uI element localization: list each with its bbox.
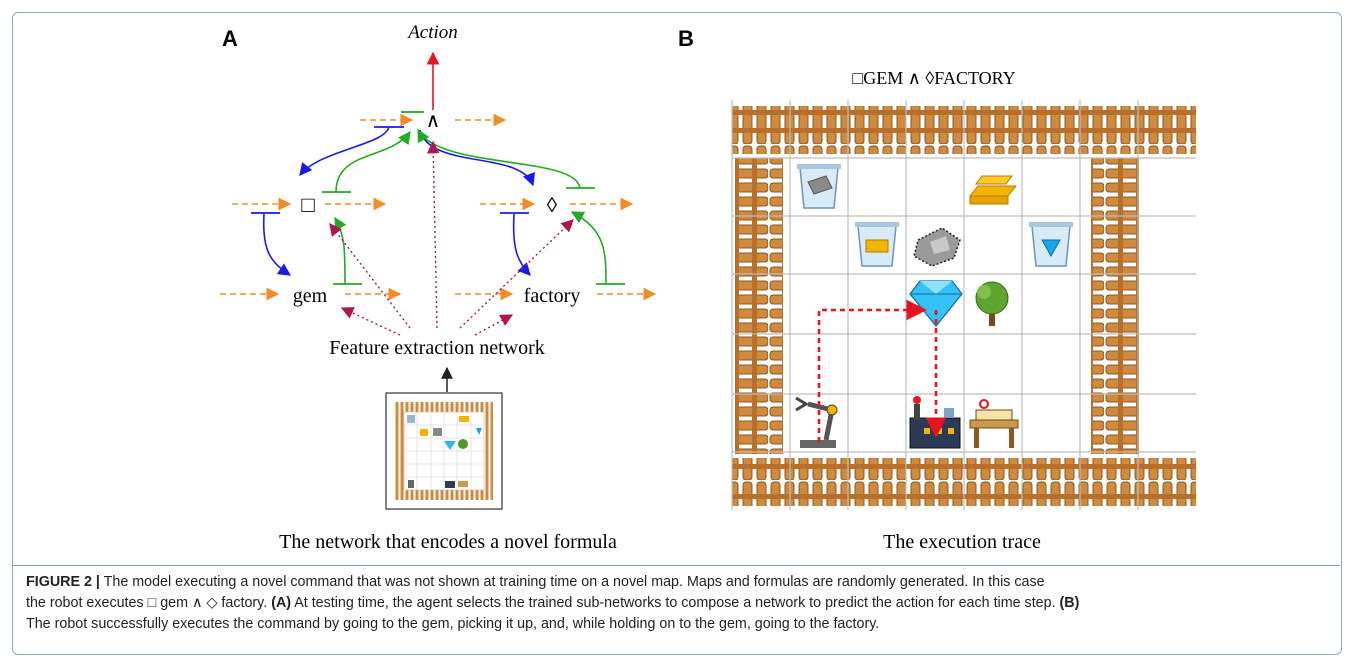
trash-gem-icon xyxy=(1029,222,1073,267)
factory-to-diamond-green xyxy=(570,211,607,285)
panel-a-subcaption: The network that encodes a novel formula xyxy=(279,531,617,553)
panel-b-subcaption: The execution trace xyxy=(883,531,1041,553)
caption-line-2-pre: the robot executes □ gem ∧ ◇ factory. xyxy=(26,595,272,611)
feature-to-diamond xyxy=(459,219,574,329)
thumb-trash-gem xyxy=(476,428,482,435)
trash-gold-icon xyxy=(855,222,899,267)
feature-to-factory xyxy=(474,314,514,336)
caption-a-label: (A) xyxy=(271,595,292,611)
trash-iron-icon xyxy=(797,164,841,209)
gem-to-box-green xyxy=(334,216,347,285)
caption-line-3: The robot successfully executes the comm… xyxy=(26,616,880,632)
diamond-to-and-green xyxy=(417,128,581,189)
gold-bars-icon xyxy=(968,175,1018,205)
caption-figure-label: FIGURE 2 | xyxy=(26,574,100,590)
caption-b-label: (B) xyxy=(1059,595,1080,611)
feature-extraction-label: Feature extraction network xyxy=(329,337,544,359)
panel-b: B □GEM ∧ ◊FACTORY xyxy=(678,26,1196,553)
feature-to-and xyxy=(426,140,440,329)
figure-caption: FIGURE 2 | The model executing a novel c… xyxy=(12,565,1340,655)
diamond-to-factory-blue xyxy=(512,213,531,276)
execution-trace xyxy=(817,299,947,442)
grid-lines xyxy=(731,100,1196,510)
diamond-node: ◊ xyxy=(547,193,558,217)
iron-ore-icon xyxy=(913,227,961,267)
left-fence xyxy=(735,158,783,454)
thumb-iron xyxy=(433,428,442,436)
gem-icon xyxy=(909,280,963,327)
caption-line-1: FIGURE 2 | The model executing a novel c… xyxy=(26,572,1340,593)
thumb-gold xyxy=(459,416,469,422)
gem-leaf: gem xyxy=(293,285,328,307)
box-to-and-green xyxy=(335,130,411,193)
panel-b-letter: B xyxy=(678,26,694,51)
panel-a: A Action ∧ □ ◊ gem factory xyxy=(220,22,657,553)
thumb-gem xyxy=(444,441,456,450)
panel-a-letter: A xyxy=(222,26,238,51)
map-thumbnail xyxy=(385,392,503,510)
trace-to-gem xyxy=(817,299,928,442)
feature-connections xyxy=(329,140,574,336)
right-fence xyxy=(1091,158,1139,454)
thumb-tree xyxy=(458,439,468,449)
thumb-workbench xyxy=(458,481,468,487)
workbench-icon xyxy=(969,399,1019,448)
thumb-trash-iron xyxy=(407,415,415,423)
formula-title: □GEM ∧ ◊FACTORY xyxy=(852,68,1015,88)
tree-icon xyxy=(975,281,1009,326)
and-to-box-blue xyxy=(299,126,390,176)
thumb-trash-gold xyxy=(420,429,428,436)
factory-leaf: factory xyxy=(524,285,581,307)
caption-line-2: the robot executes □ gem ∧ ◇ factory. (A… xyxy=(26,593,1340,614)
feature-to-gem xyxy=(340,307,401,336)
thumb-robot xyxy=(408,480,414,488)
grid-map xyxy=(731,100,1196,510)
thumb-factory xyxy=(445,481,455,488)
box-node: □ xyxy=(301,192,314,217)
action-label: Action xyxy=(406,22,458,43)
robot-arm-icon xyxy=(795,396,838,448)
caption-line-1-text: The model executing a novel command that… xyxy=(99,574,1045,590)
and-node: ∧ xyxy=(426,110,441,132)
feature-to-box xyxy=(329,223,411,329)
thumbnail-grid-lines xyxy=(404,412,484,490)
box-to-gem-blue xyxy=(262,213,292,276)
caption-line-2-post: At testing time, the agent selects the t… xyxy=(291,595,1060,611)
